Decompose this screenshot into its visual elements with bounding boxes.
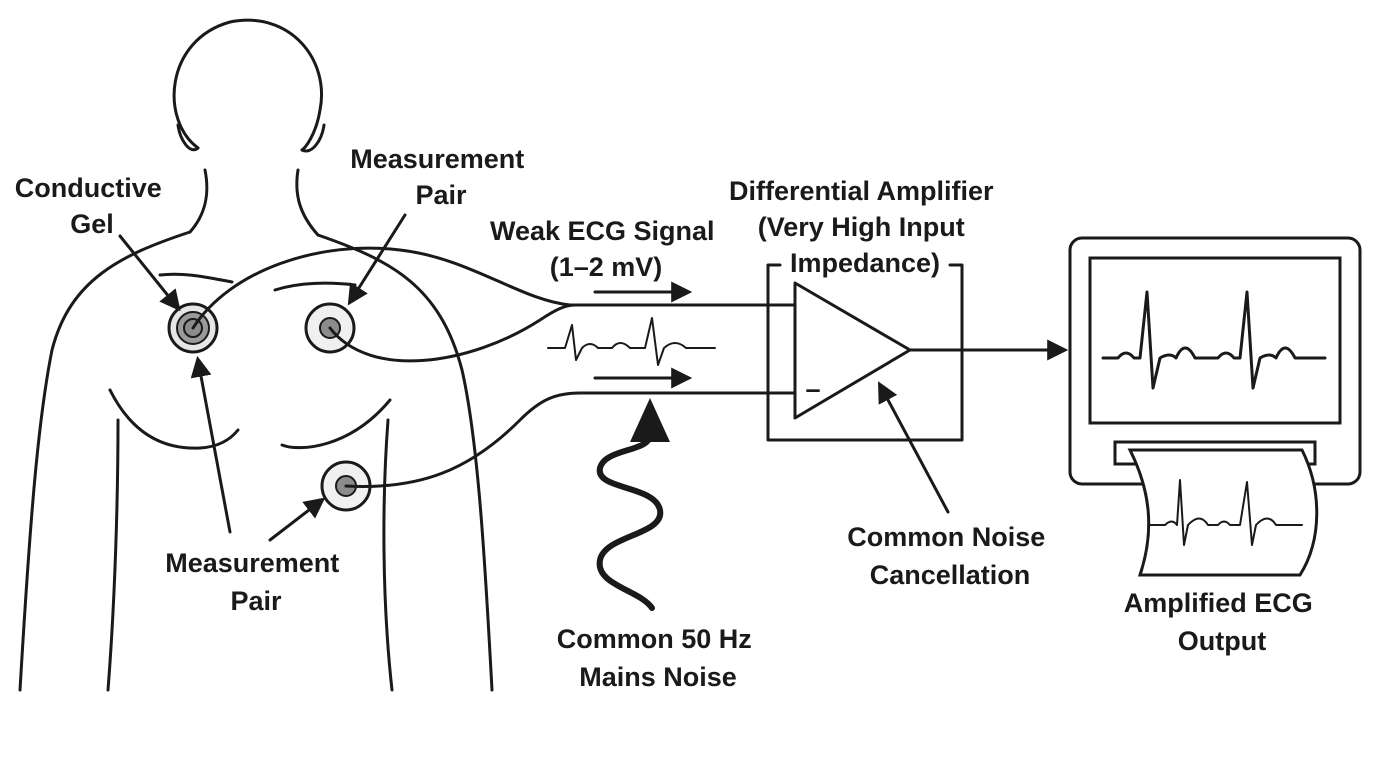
label-common-noise-cancellation: Common Noise Cancellation <box>847 522 1053 590</box>
label-amplified-ecg-output: Amplified ECG Output <box>1124 588 1321 656</box>
printout-ecg-waveform <box>1147 479 1303 546</box>
pointer-measurement-pair-bottom-2 <box>268 497 326 542</box>
amplifier-bracket-box <box>766 263 964 442</box>
label-conductive-gel: Conductive Gel <box>15 173 170 239</box>
lead-wires <box>191 246 797 488</box>
mains-noise-wave <box>596 432 664 611</box>
pointer-measurement-pair-top <box>347 213 407 306</box>
pointer-conductive-gel <box>118 234 181 312</box>
label-measurement-pair-top: Measurement Pair <box>350 144 532 210</box>
amplifier-minus-sign: – <box>805 374 820 404</box>
pointer-measurement-pair-bottom-1 <box>190 355 232 534</box>
weak-ecg-waveform <box>547 317 716 366</box>
pointer-noise-cancellation <box>878 381 950 514</box>
printout-paper <box>1127 448 1319 577</box>
ecg-monitor <box>1068 236 1362 577</box>
amplifier-triangle <box>793 281 912 420</box>
label-mains-noise: Common 50 Hz Mains Noise <box>557 624 760 692</box>
monitor-ecg-waveform <box>1101 290 1327 390</box>
mains-noise-arrowhead-icon <box>630 398 670 442</box>
label-differential-amplifier: Differential Amplifier (Very High Input … <box>729 176 1001 278</box>
label-weak-ecg-signal: Weak ECG Signal (1–2 mV) <box>490 216 722 282</box>
human-torso-outline <box>18 18 494 692</box>
label-measurement-pair-bottom: Measurement Pair <box>165 548 347 616</box>
